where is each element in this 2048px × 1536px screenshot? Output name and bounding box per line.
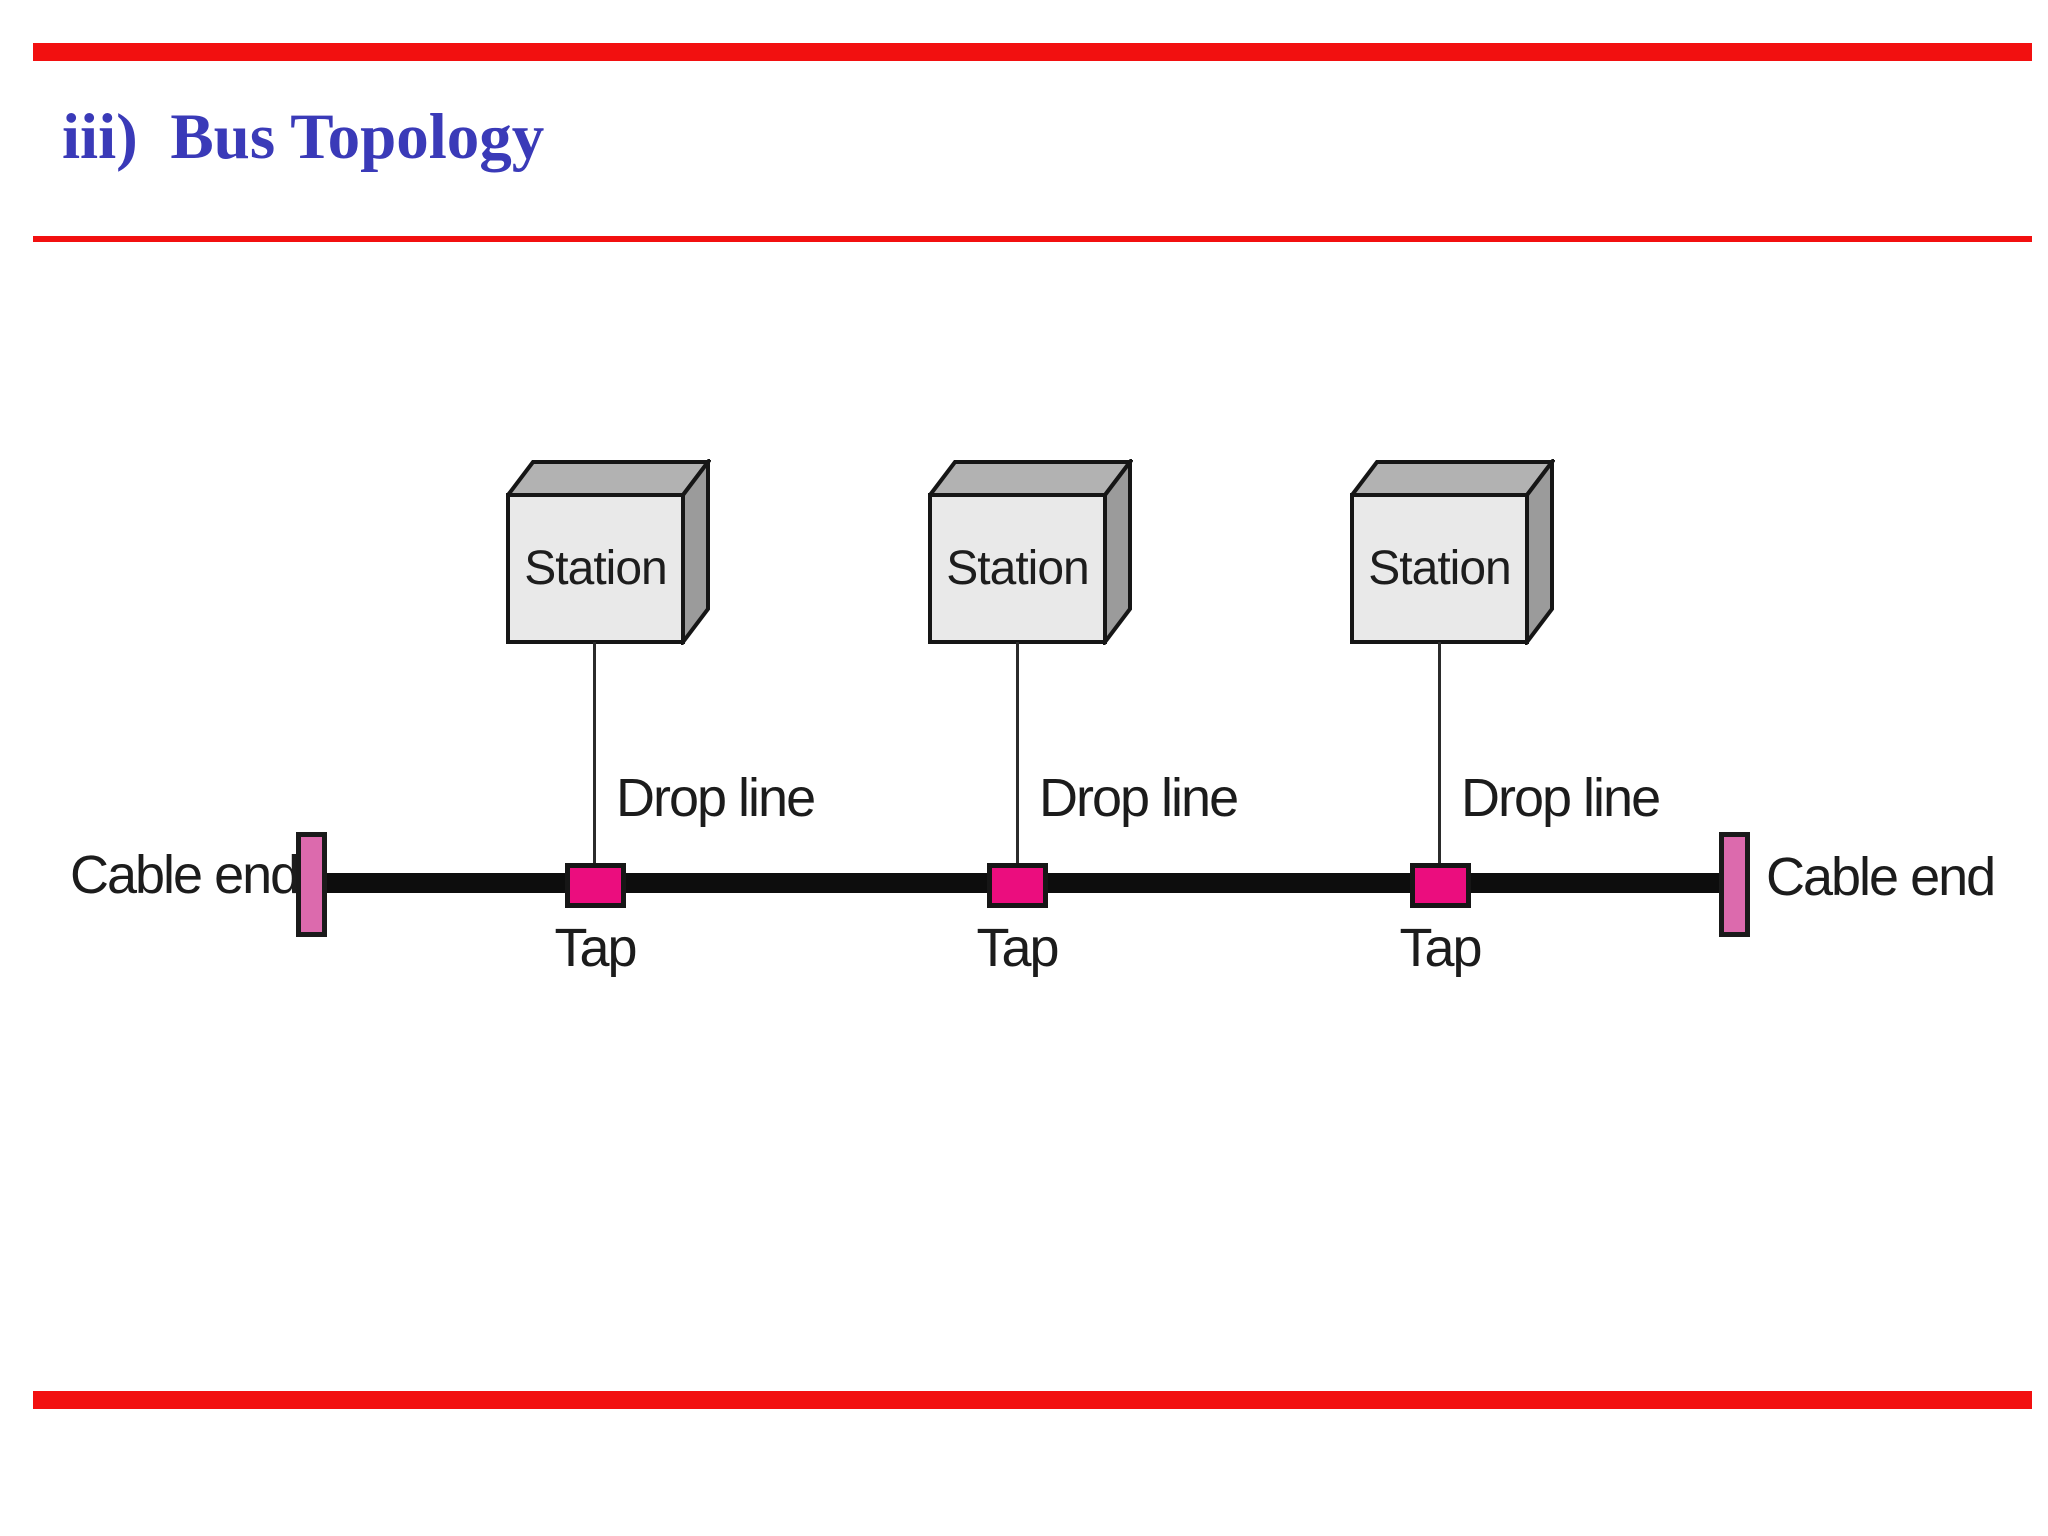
station-box: Station xyxy=(1350,459,1555,645)
tap-label: Tap xyxy=(554,918,637,978)
station-cube-icon xyxy=(1350,459,1555,645)
page-title: iii) Bus Topology xyxy=(62,101,545,173)
drop-line xyxy=(1438,642,1441,870)
station-box: Station xyxy=(506,459,711,645)
cable-end-label-left: Cable end xyxy=(70,845,300,905)
bottom-rule xyxy=(33,1391,2032,1409)
cable-end-terminator-right xyxy=(1719,832,1750,937)
cube-front-face xyxy=(506,493,685,644)
cube-side-face xyxy=(1525,459,1554,645)
drop-line xyxy=(1016,642,1019,870)
station-cube-icon xyxy=(928,459,1133,645)
cube-top-face xyxy=(928,460,1133,497)
tap-connector xyxy=(565,863,626,908)
drop-line-label: Drop line xyxy=(1461,768,1661,828)
cube-front-face xyxy=(1350,493,1529,644)
station-label: Station xyxy=(946,542,1089,595)
cube-side-face xyxy=(1103,459,1132,645)
title-rule xyxy=(33,236,2032,242)
tap-connector xyxy=(987,863,1048,908)
cable-end-label-right: Cable end xyxy=(1766,847,1996,907)
drop-line-label: Drop line xyxy=(1039,768,1239,828)
station-label: Station xyxy=(524,542,667,595)
station-label: Station xyxy=(1368,542,1511,595)
tap-label: Tap xyxy=(1399,918,1482,978)
drop-line-label: Drop line xyxy=(616,768,816,828)
drop-line xyxy=(593,642,596,870)
station-box: Station xyxy=(928,459,1133,645)
cable-end-terminator-left xyxy=(296,832,327,937)
cube-top-face xyxy=(506,460,711,497)
station-cube-icon xyxy=(506,459,711,645)
tap-connector xyxy=(1410,863,1471,908)
top-rule xyxy=(33,43,2032,61)
cube-front-face xyxy=(928,493,1107,644)
cube-side-face xyxy=(681,459,710,645)
cube-top-face xyxy=(1350,460,1555,497)
tap-label: Tap xyxy=(976,918,1059,978)
